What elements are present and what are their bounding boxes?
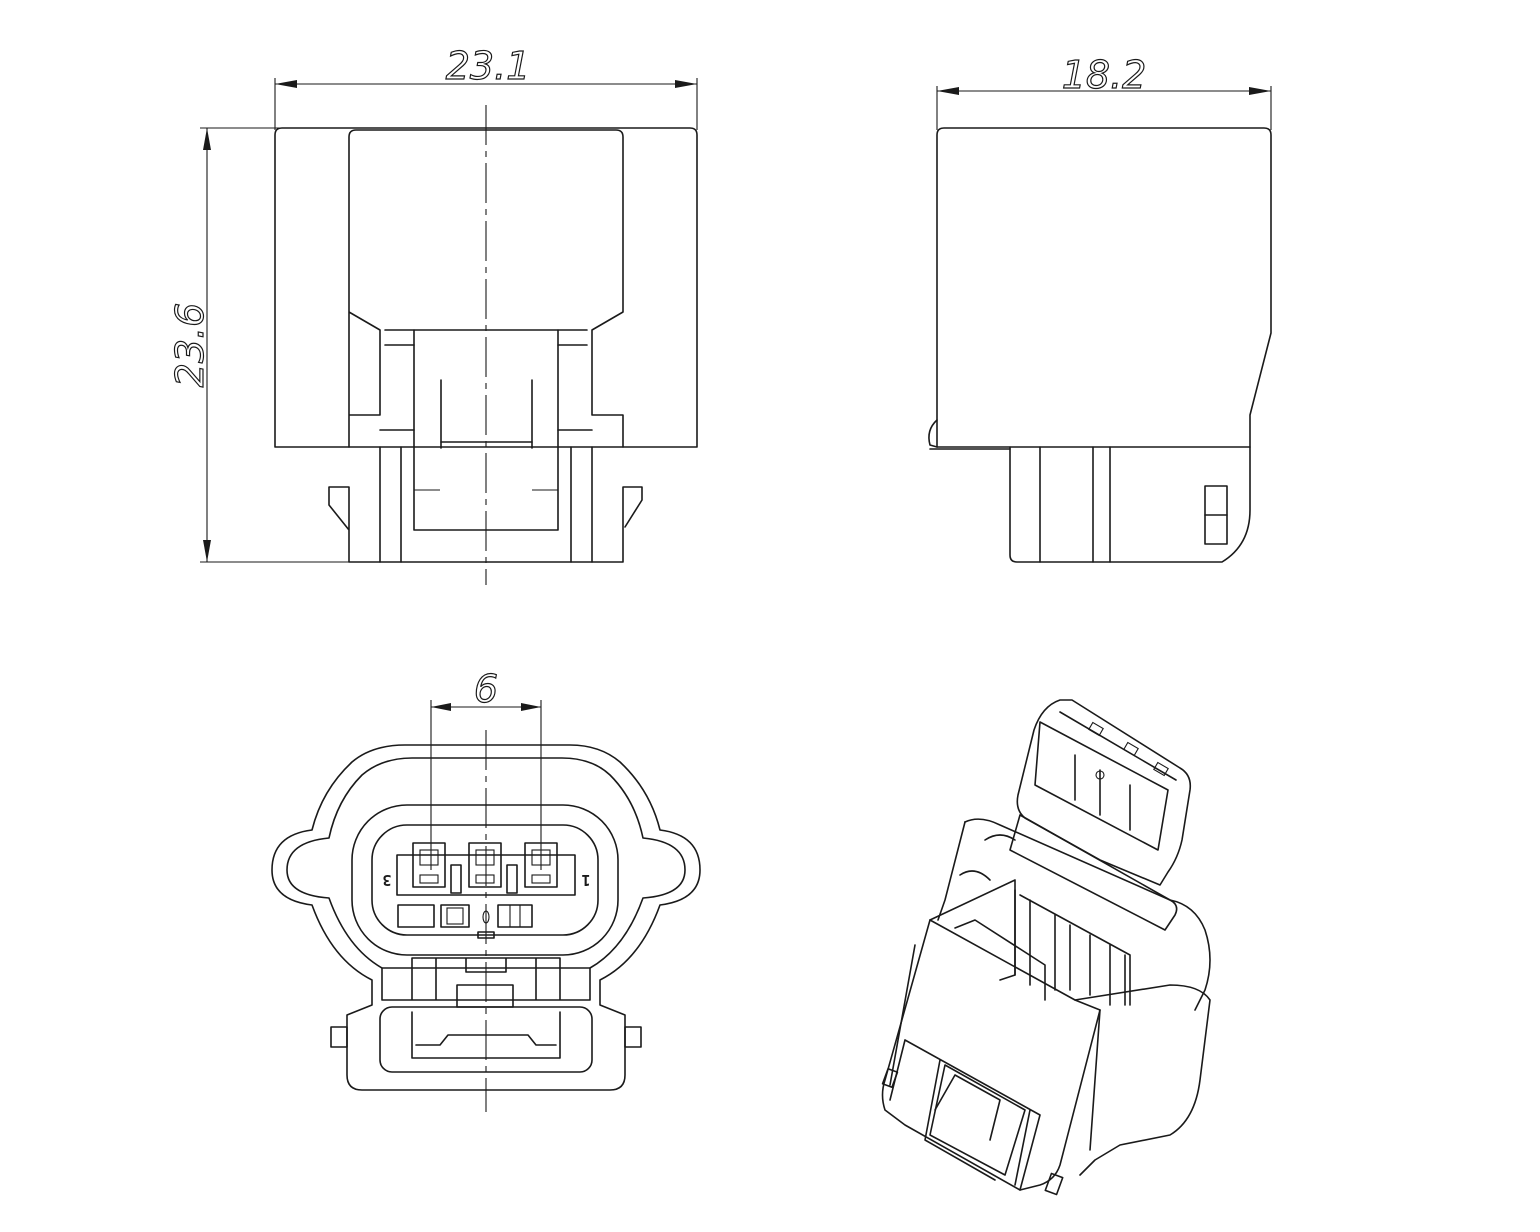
- front-inner-shell: [348, 129, 624, 448]
- side-view: 18.2: [928, 52, 1272, 563]
- key-slot-mid: [440, 904, 470, 928]
- dimension-front-height: 23.6: [167, 127, 360, 563]
- face-view: 6 3 1: [271, 666, 701, 1112]
- pin-label-right: 1: [581, 871, 590, 889]
- side-lower-section: [1009, 446, 1251, 563]
- lock-tab: [456, 984, 514, 1008]
- iso-front-block: [881, 919, 1101, 1191]
- iso-housing-top: [964, 818, 1211, 1011]
- iso-plug-body: [1016, 699, 1192, 886]
- cavity-1: [524, 842, 558, 888]
- dimension-side-width: 18.2: [936, 52, 1272, 130]
- cavity-3: [412, 842, 446, 888]
- dimension-label-side-width: 18.2: [1062, 53, 1147, 97]
- face-insert-outer: [351, 804, 619, 956]
- dimension-label-front-height: 23.6: [168, 303, 212, 388]
- side-main-body: [936, 127, 1272, 448]
- face-insert-inner: [371, 824, 599, 936]
- dimension-label-pin-pitch: 6: [474, 667, 498, 711]
- key-slot-right: [497, 904, 533, 928]
- dimension-pin-pitch: 6: [430, 666, 542, 870]
- key-slot-left: [397, 904, 435, 928]
- cavity-2: [468, 842, 502, 888]
- front-view: 23.1 23.6: [167, 43, 698, 585]
- front-outer-body: [274, 127, 698, 448]
- isometric-view: [881, 699, 1211, 1196]
- dimension-front-width: 23.1: [274, 43, 698, 130]
- front-lower-housing: [328, 486, 643, 563]
- dimension-label-front-width: 23.1: [446, 44, 531, 88]
- pin-label-left: 3: [382, 871, 391, 889]
- face-outer-housing: [271, 744, 701, 1091]
- iso-latch: [889, 1039, 1041, 1191]
